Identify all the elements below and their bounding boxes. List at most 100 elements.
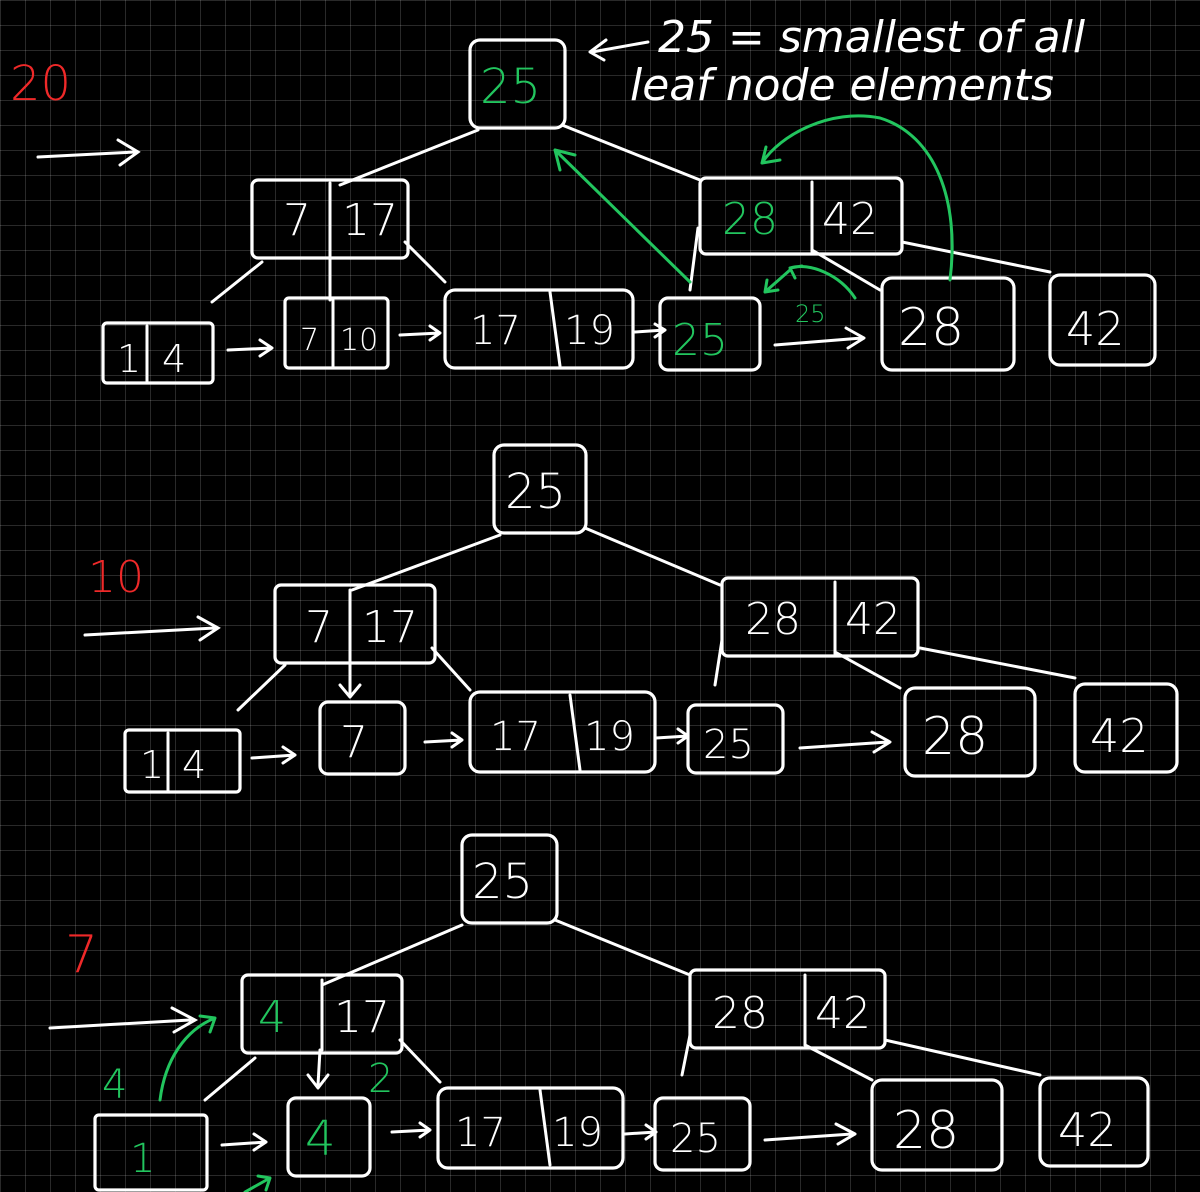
edge-to-leaf — [403, 240, 447, 284]
edge-to-leaf — [883, 1038, 1042, 1077]
edge-to-leaf — [210, 260, 264, 304]
internal-right-key-2: 42 — [822, 194, 878, 245]
leaf-key: 42 — [1066, 302, 1125, 356]
edge-root-right — [560, 123, 702, 182]
next-leaf-arrow — [773, 326, 866, 350]
leaf-node — [686, 703, 785, 775]
leaf-key: 42 — [1090, 709, 1149, 763]
next-leaf-arrow — [763, 1122, 857, 1146]
internal-left-key-1: 7 — [305, 602, 333, 653]
next-leaf-arrow — [654, 727, 690, 745]
internal-left-key-2: 17 — [342, 195, 398, 246]
leaf-key: 19 — [584, 714, 635, 760]
leaf-node — [468, 690, 657, 774]
step-label-7: 7 — [65, 925, 98, 985]
leaf-key: 19 — [552, 1110, 603, 1156]
internal-left-key-2: 17 — [334, 992, 390, 1043]
leaf-key: 17 — [470, 308, 521, 354]
leaf-node — [653, 1096, 752, 1172]
leaf-key: 17 — [490, 714, 541, 760]
move-arrow — [243, 1174, 272, 1192]
internal-node-right — [698, 176, 904, 256]
leaf-key: 28 — [893, 1101, 959, 1161]
promote-arrow — [760, 114, 954, 282]
leaf-key: 4 — [182, 743, 206, 787]
edge-to-leaf — [236, 663, 287, 712]
leaf-divider — [538, 1088, 552, 1167]
root-key: 25 — [472, 854, 533, 910]
leaf-key: 1 — [140, 743, 164, 787]
leaf-node — [286, 1096, 372, 1178]
annotation-arrow — [588, 38, 650, 62]
leaf-key: 1 — [117, 337, 141, 381]
internal-left-key-1: 7 — [283, 195, 311, 246]
leaf-key: 25 — [670, 1116, 721, 1162]
edge-to-leaf — [680, 1033, 692, 1077]
promoted-label: 25 — [795, 300, 826, 328]
leaf-key: 4 — [305, 1111, 336, 1167]
leaf-node — [903, 686, 1037, 778]
edge-to-leaf — [398, 1038, 442, 1084]
internal-node-right — [688, 968, 887, 1050]
leaf-node — [123, 728, 242, 794]
edge-to-leaf — [900, 240, 1052, 274]
internal-left-key-1: 4 — [258, 992, 286, 1043]
promote-arrow — [553, 148, 692, 284]
next-leaf-arrow — [798, 730, 892, 754]
leaf-key: 19 — [564, 308, 615, 354]
leaf-node — [1073, 682, 1179, 774]
next-leaf-arrow — [226, 338, 274, 358]
pointer-arrow — [36, 138, 141, 167]
edge-root-left — [338, 128, 480, 187]
root-key: 25 — [480, 59, 541, 115]
leaf-key: 4 — [162, 337, 186, 381]
leaf-key: 42 — [1058, 1103, 1117, 1157]
edge-root-left — [350, 533, 502, 592]
diagram-2: 10 25 7 17 28 42 1 4 7 17 19 25 — [83, 443, 1179, 794]
step-label-20: 20 — [10, 56, 71, 112]
leaf-divider — [548, 290, 562, 368]
next-leaf-arrow — [423, 731, 464, 749]
next-leaf-arrow — [390, 1121, 432, 1139]
internal-node-left — [240, 973, 404, 1055]
internal-right-key-1: 28 — [712, 988, 768, 1039]
leaf-key: 10 — [340, 323, 378, 358]
leaf-key: 25 — [672, 315, 728, 366]
leaf-node — [658, 296, 762, 372]
edge-to-leaf — [203, 1056, 257, 1102]
diagram-1: 20 25 = smallest of all leaf node elemen… — [10, 12, 1157, 385]
leaf-key: 7 — [340, 717, 368, 768]
leaf-key: 7 — [300, 323, 319, 358]
next-leaf-arrow — [398, 324, 442, 342]
move-arrow — [158, 1014, 217, 1102]
leaf-node — [880, 276, 1016, 372]
leaf-key: 17 — [455, 1110, 506, 1156]
edge-to-leaf — [833, 650, 902, 690]
leaf-node — [93, 1113, 209, 1192]
next-leaf-arrow — [623, 1123, 658, 1141]
internal-left-key-2: 17 — [362, 602, 418, 653]
internal-right-key-1: 28 — [722, 194, 778, 245]
leaf-node — [870, 1078, 1004, 1172]
annotation-line-2: leaf node elements — [630, 60, 1054, 111]
leaf-node — [101, 321, 215, 385]
leaf-key: 25 — [703, 722, 754, 768]
root-node — [492, 443, 588, 535]
leaf-key: 28 — [898, 298, 964, 358]
pointer-arrow — [83, 615, 221, 642]
internal-right-key-2: 42 — [845, 594, 901, 645]
internal-right-key-2: 42 — [815, 988, 871, 1039]
edge-to-leaf — [338, 658, 362, 699]
next-leaf-arrow — [250, 745, 297, 765]
leaf-node — [1038, 1076, 1150, 1168]
diagram-3: 7 25 4 17 28 42 1 4 17 19 25 — [48, 833, 1150, 1192]
internal-node-left — [273, 583, 437, 665]
leaf-key: 1 — [130, 1136, 155, 1182]
leaf-key: 28 — [922, 707, 988, 767]
step-label-10: 10 — [88, 552, 144, 603]
edge-to-leaf — [306, 1048, 330, 1090]
edge-to-leaf — [810, 248, 882, 292]
internal-right-key-1: 28 — [745, 594, 801, 645]
promote-arrow — [763, 268, 792, 294]
